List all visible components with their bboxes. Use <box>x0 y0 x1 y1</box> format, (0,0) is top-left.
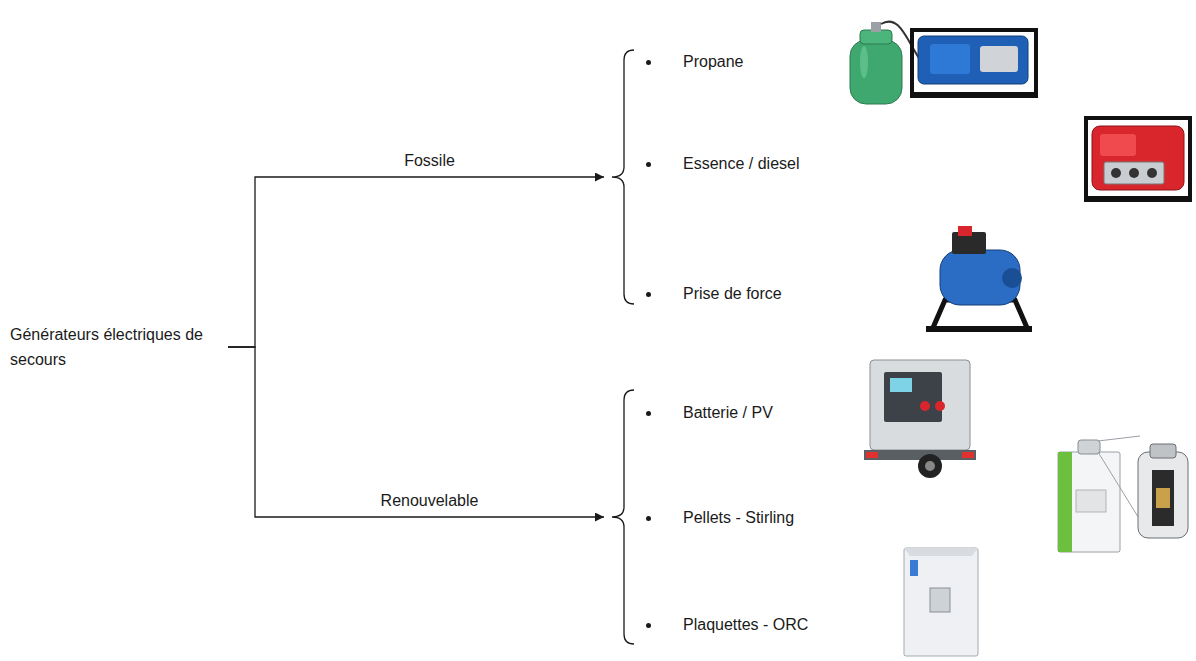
list-item: Prise de force <box>683 284 782 304</box>
list-item: Batterie / PV <box>683 403 773 423</box>
bullet-dot <box>646 60 651 65</box>
list-item: Plaquettes - ORC <box>683 615 808 635</box>
petrol-generator-picture <box>1084 118 1192 202</box>
bullet-dot <box>646 411 651 416</box>
branch-arrow <box>228 347 604 517</box>
curly-bracket <box>604 388 644 646</box>
list-item: Essence / diesel <box>683 154 800 174</box>
bullet-dot <box>646 623 651 628</box>
list-item: Propane <box>683 52 744 72</box>
branch-label: Renouvelable <box>378 491 482 511</box>
branch-arrow <box>228 177 604 347</box>
branch-label: Fossile <box>401 151 458 171</box>
propane-generator-picture <box>850 22 1038 104</box>
pto-generator-picture <box>926 226 1032 332</box>
list-item: Pellets - Stirling <box>683 508 794 528</box>
root-text: Générateurs électriques de secours <box>10 322 220 372</box>
bracket-group: PropaneEssence / dieselPrise de force <box>604 48 810 306</box>
bracket-path <box>612 50 634 304</box>
bullet-dot <box>646 516 651 521</box>
bullet-dot <box>646 292 651 297</box>
curly-bracket <box>604 48 644 306</box>
orc-unit-picture <box>904 548 978 656</box>
root-label: Générateurs électriques de secours <box>10 322 220 372</box>
bracket-path <box>612 390 634 644</box>
battery-trailer-picture <box>864 360 976 478</box>
bracket-group: Batterie / PV Pellets - StirlingPlaquette… <box>604 388 818 646</box>
pellet-stirling-picture <box>1058 436 1188 552</box>
bullet-dot <box>646 162 651 167</box>
